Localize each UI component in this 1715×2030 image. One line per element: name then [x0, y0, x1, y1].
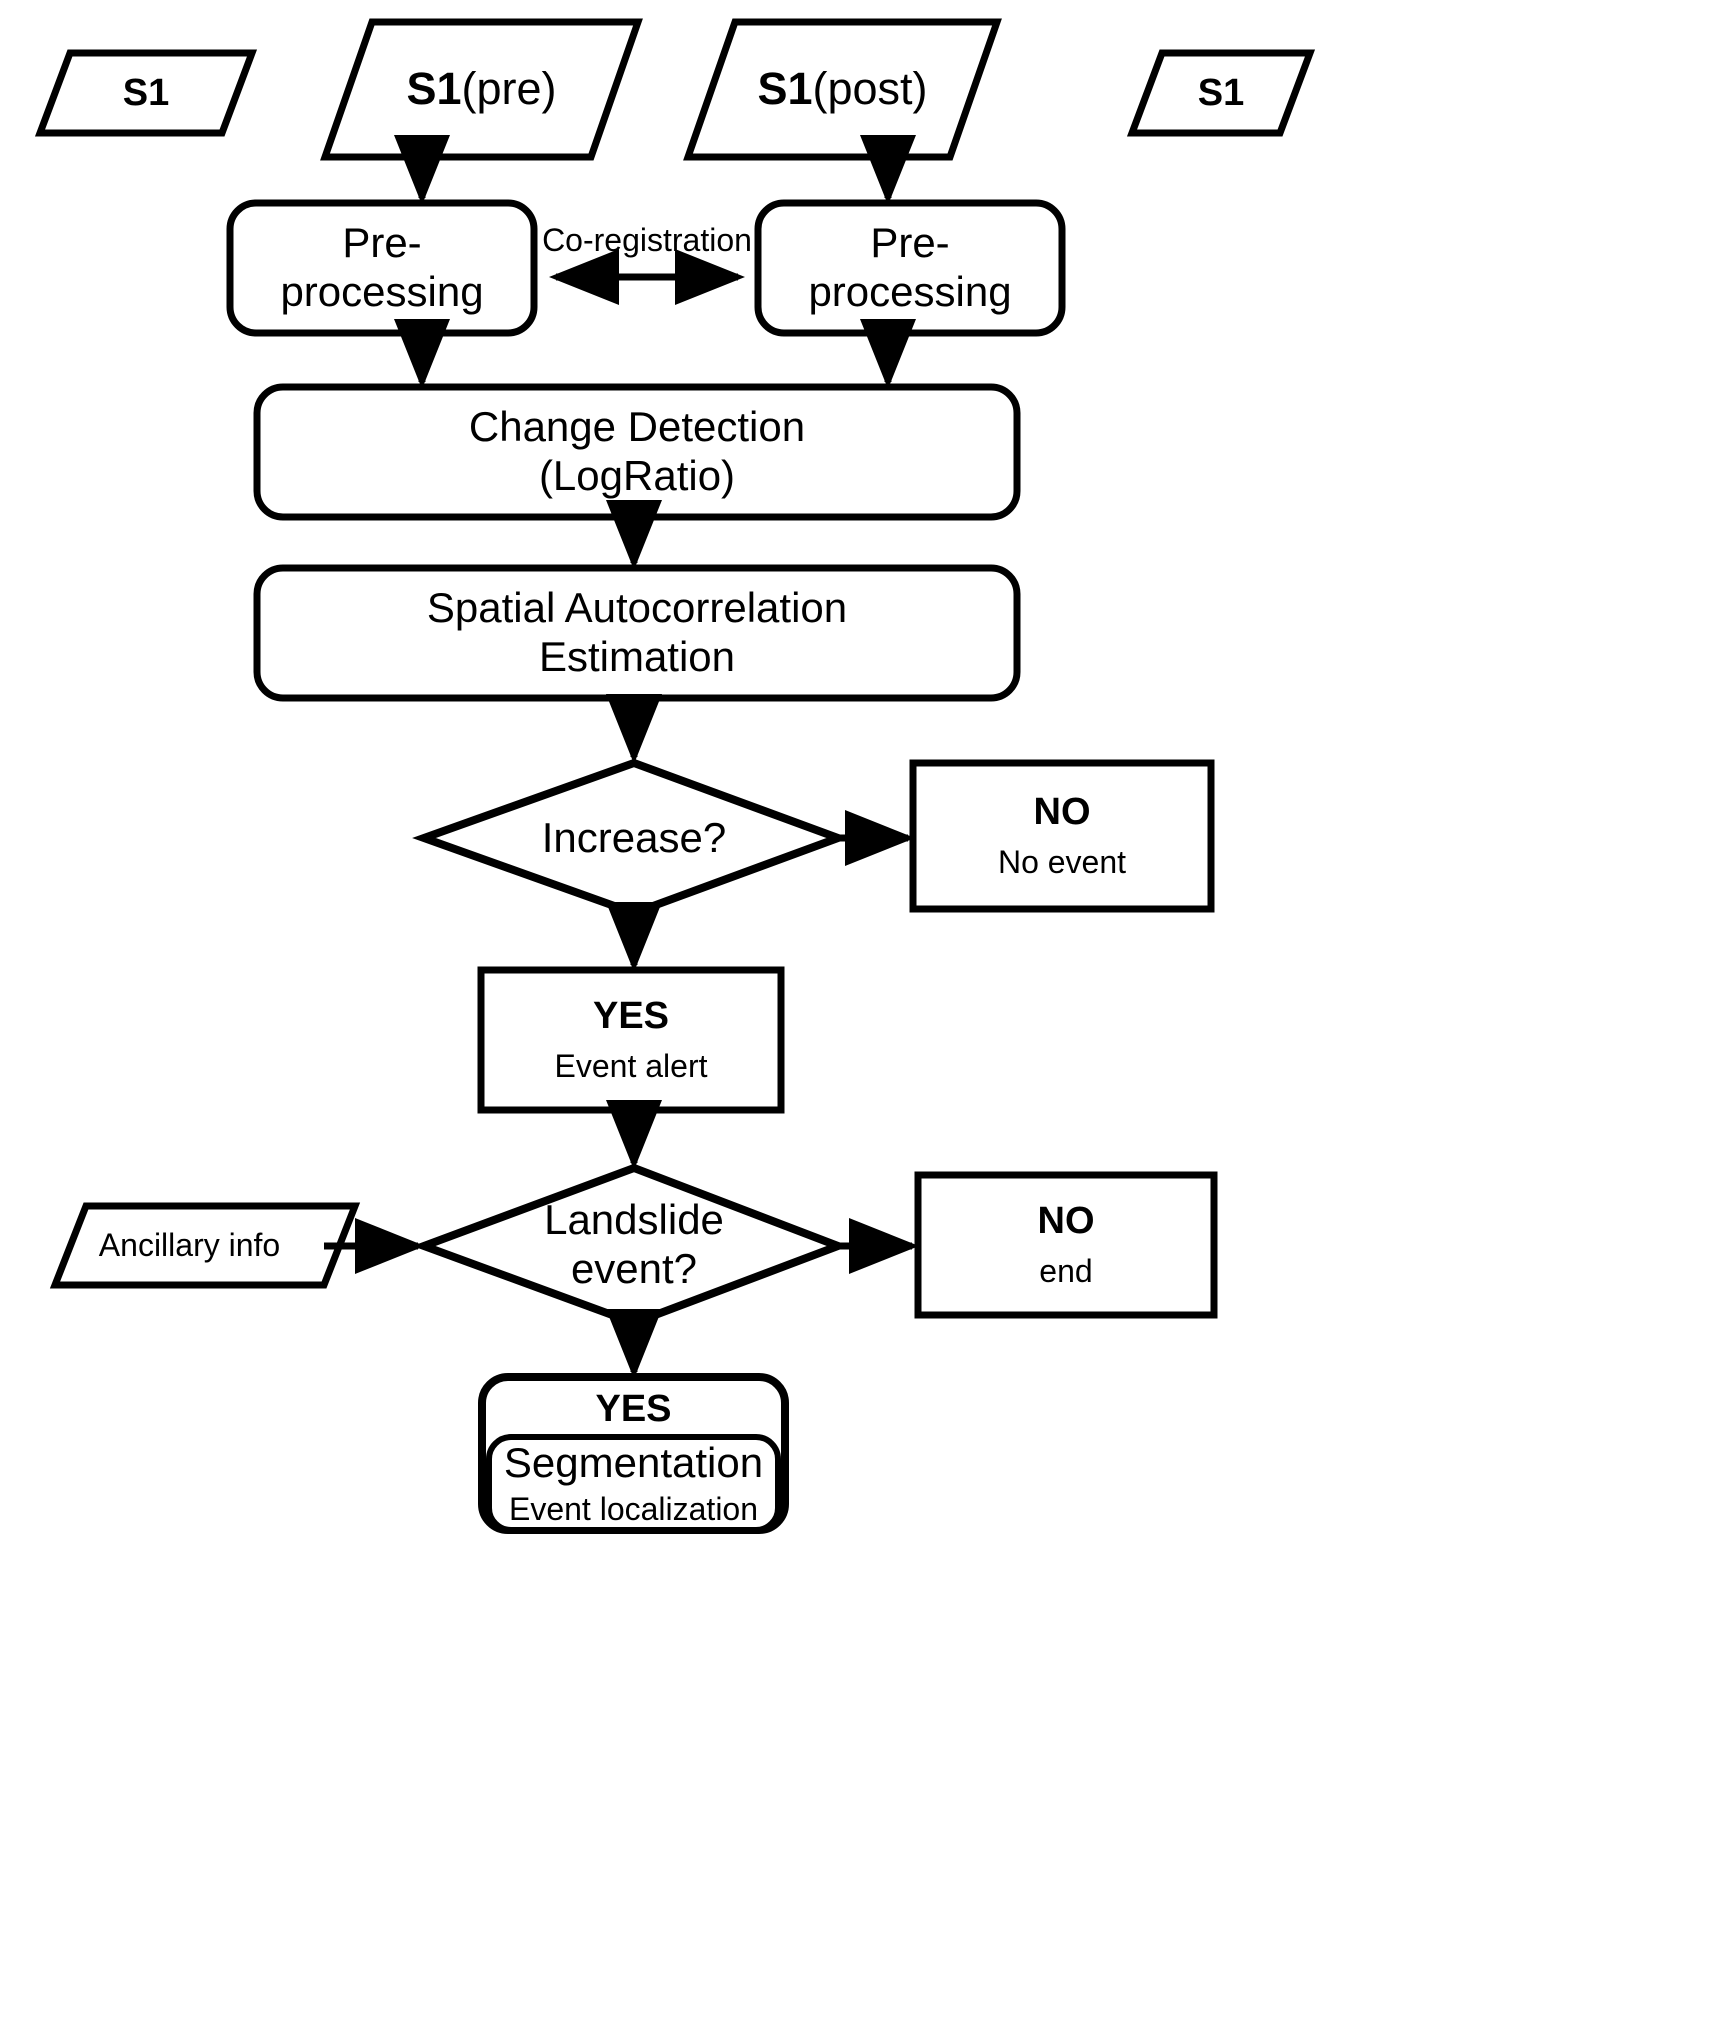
node-spatial-autocorrelation[interactable] [253, 564, 1021, 702]
node-ancillary-info[interactable] [49, 1202, 361, 1289]
node-no-event[interactable] [909, 759, 1215, 913]
node-change-detection[interactable] [253, 383, 1021, 521]
node-preprocessing-right[interactable] [754, 199, 1066, 337]
node-landslide-decision[interactable] [412, 1163, 850, 1328]
node-segmentation-inner[interactable] [486, 1434, 781, 1533]
node-no-end[interactable] [914, 1171, 1218, 1319]
node-increase-decision[interactable] [412, 758, 850, 918]
node-s1-post[interactable] [683, 18, 1002, 161]
node-s1-pre[interactable] [320, 18, 643, 161]
node-preprocessing-left[interactable] [226, 199, 538, 337]
node-s1-left[interactable] [34, 49, 258, 137]
node-s1-right[interactable] [1126, 49, 1316, 137]
node-event-alert[interactable] [477, 966, 785, 1114]
